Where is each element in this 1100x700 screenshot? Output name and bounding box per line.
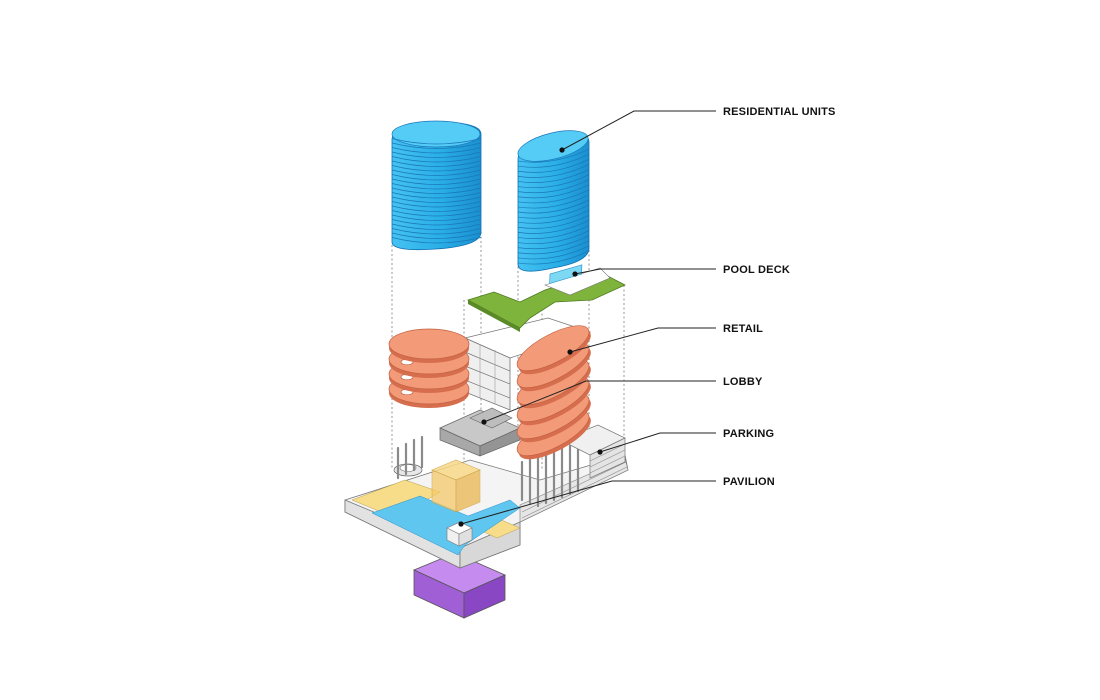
floor-slab-line [517,194,590,209]
pavilion-volume [431,459,481,513]
label-residential-units: RESIDENTIAL UNITS [723,106,836,118]
floor-slab-line [517,235,590,250]
floor-slab-line [391,219,482,226]
floor-slab-line [517,225,590,239]
residential-tower-left [391,120,482,251]
floor-slab-line [391,205,482,212]
floor-slab-line [391,214,482,221]
floor-slab-line [517,184,590,199]
leader-retail [567,327,716,355]
floor-slab-line [517,164,590,178]
floor-slab-line [517,220,590,234]
floor-slab-line [391,183,482,190]
floor-slab-line [517,230,590,245]
floor-slab-line [391,169,482,176]
label-pavilion: PAVILION [723,476,775,488]
floor-slab-line [517,250,590,265]
floor-slab-line [517,153,590,168]
floor-slab-line [517,158,590,173]
label-parking: PARKING [723,428,774,440]
residential-tower-right [517,130,590,272]
floor-slab-line [391,165,482,172]
floor-slab-line [517,169,590,183]
floor-slab-line [517,204,590,219]
floor-slab-line [517,189,590,204]
floor-slab-line [391,151,482,158]
floor-slab-line [517,179,590,194]
floor-slab-line [391,178,482,185]
podium-floors [463,317,592,411]
floor-slab-line [391,147,482,154]
floor-slab-line [391,160,482,167]
colonnade [396,435,580,508]
retail-left-stack [388,328,470,408]
leader-residential-units [559,110,716,153]
floor-slab-line [391,142,482,149]
floor-slab-line [517,174,590,189]
floor-slab-line [517,148,590,163]
label-pool-deck: POOL DECK [723,264,790,276]
floor-slab-line [391,232,482,239]
pool-deck-volume [466,264,626,332]
base-plaza [344,454,629,569]
floor-slab-line [517,245,590,260]
floor-slab-line [391,237,482,244]
basement-volume [413,552,506,619]
floor-slab-line [391,228,482,235]
label-retail: RETAIL [723,323,763,335]
floor-slab-line [391,223,482,230]
leader-parking [597,432,716,455]
leader-pavilion [458,480,716,527]
leader-pool-deck [572,268,716,277]
floor-slab-line [517,214,590,229]
floor-slab-line [391,196,482,203]
floor-slab-line [391,201,482,208]
lobby-volume [439,407,521,457]
leader-lobby [481,380,716,425]
floor-slab-line [391,210,482,217]
floor-slab-line [391,138,482,145]
pool-water [549,264,583,284]
floor-slab-line [517,199,590,214]
floor-slab-line [391,192,482,199]
floor-slab-line [391,174,482,181]
floor-slab-line [517,209,590,224]
retail-right-stack [516,325,591,460]
floor-slab-line [391,187,482,194]
floor-slab-line [517,240,590,255]
label-lobby: LOBBY [723,376,763,388]
plaza-water-zone [371,495,521,556]
floor-slab-line [391,156,482,163]
